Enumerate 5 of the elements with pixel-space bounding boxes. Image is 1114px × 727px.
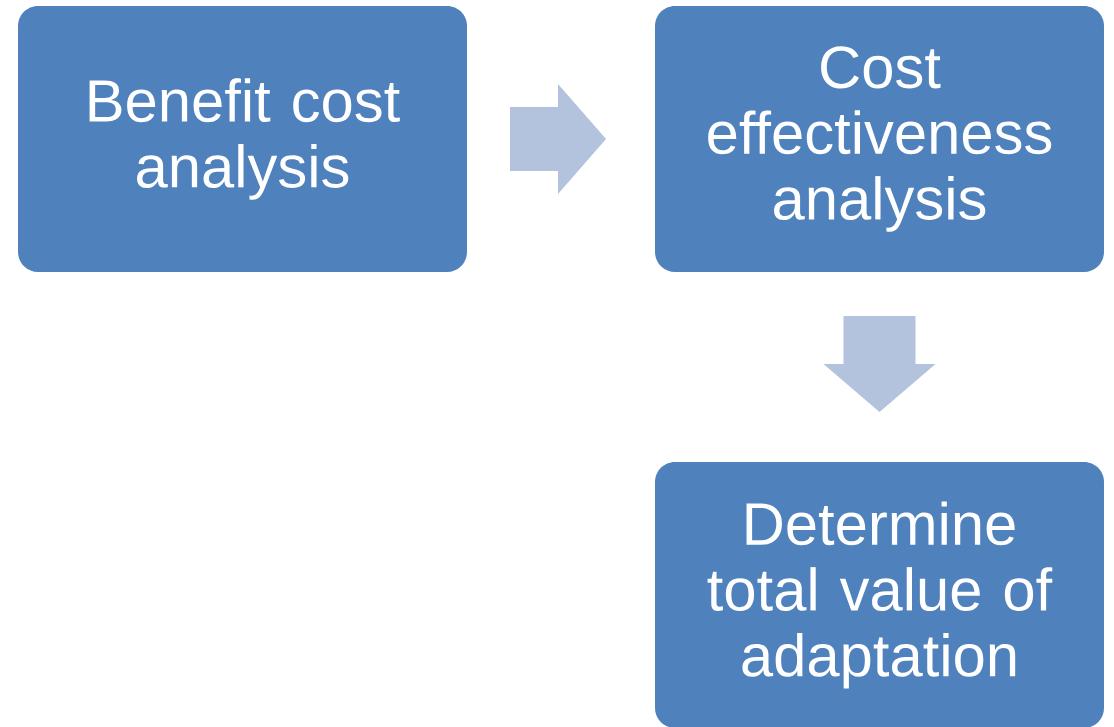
process-box: Determine total value of adaptation bbox=[655, 462, 1104, 727]
process-box: Benefit cost analysis bbox=[18, 6, 467, 272]
block-arrow bbox=[510, 84, 606, 194]
block-arrow bbox=[823, 316, 936, 412]
process-box: Cost effectiveness analysis bbox=[655, 6, 1104, 272]
